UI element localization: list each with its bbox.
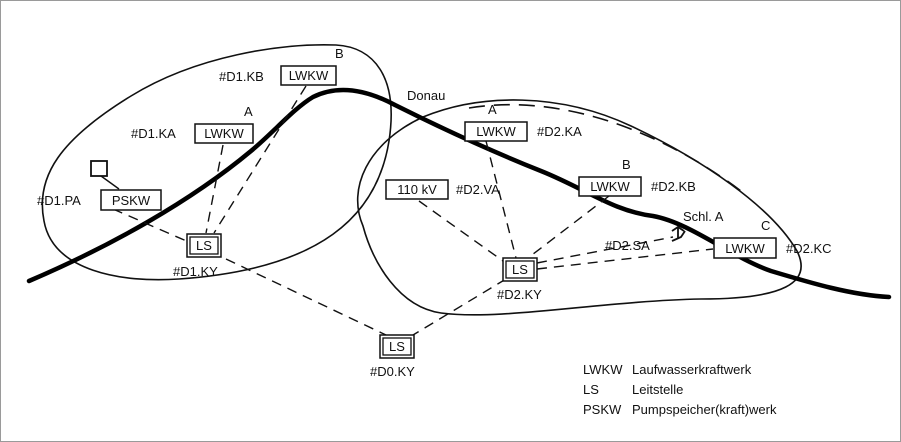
plant-type: LWKW <box>476 124 516 139</box>
control-type: LS <box>196 238 212 253</box>
region-d2-outline <box>356 99 802 316</box>
plant-code: #D1.PA <box>37 193 81 208</box>
connection-lines <box>112 85 714 336</box>
plant-letter: A <box>488 102 497 117</box>
river-donau <box>26 87 892 300</box>
plant-type: LWKW <box>590 179 630 194</box>
plant-code: #D2.KB <box>651 179 696 194</box>
plant-d2va[interactable]: 110 kV #D2.VA <box>385 179 500 200</box>
control-code: #D2.KY <box>497 287 542 302</box>
control-d0ky[interactable]: LS #D0.KY <box>370 334 415 379</box>
plant-code: #D1.KA <box>131 126 176 141</box>
control-box-inner <box>505 260 535 279</box>
region-d1-outline <box>41 44 392 281</box>
lock-icon <box>671 225 685 239</box>
reservoir-icon <box>90 160 108 177</box>
plant-letter: B <box>622 157 631 172</box>
plant-box <box>385 179 449 200</box>
link-d2kb-d2ky <box>527 195 610 259</box>
control-box-inner <box>382 337 412 356</box>
plant-box <box>578 176 642 197</box>
plant-box <box>713 237 777 259</box>
plant-code: #D2.VA <box>456 182 500 197</box>
link-d2ka-d2ky <box>485 140 517 259</box>
control-box-inner <box>189 236 219 255</box>
lock-label: Schl. A <box>683 209 724 224</box>
plant-d2kc[interactable]: LWKW C #D2.KC <box>713 218 832 259</box>
link-d1ka-d1ky <box>205 144 224 234</box>
plant-letter: B <box>335 46 344 61</box>
plant-type: LWKW <box>725 241 765 256</box>
lock-code: #D2.SA <box>605 238 650 253</box>
plant-d2ka[interactable]: LWKW A #D2.KA <box>464 102 582 142</box>
river-section-boundary <box>468 103 742 192</box>
plant-type: 110 kV <box>397 182 437 197</box>
control-code: #D1.KY <box>173 264 218 279</box>
control-code: #D0.KY <box>370 364 415 379</box>
link-d1kb-d1ky <box>213 85 307 234</box>
plant-box <box>464 121 528 142</box>
lock-gate-icon <box>671 230 686 242</box>
legend-text: Laufwasserkraftwerk <box>632 362 752 377</box>
lock-d2sa[interactable]: Schl. A #D2.SA <box>605 209 724 253</box>
plant-d1ka[interactable]: LWKW A #D1.KA <box>131 104 254 144</box>
legend-abbr: LWKW <box>583 362 623 377</box>
plant-type: LWKW <box>289 68 329 83</box>
link-d1ky-d0ky <box>225 258 387 336</box>
plant-box <box>100 189 162 211</box>
plant-d1pa[interactable]: PSKW #D1.PA <box>37 189 162 211</box>
link-d2kc-d2ky <box>536 248 714 270</box>
plant-type: PSKW <box>112 193 151 208</box>
plant-code: #D2.KA <box>537 124 582 139</box>
plant-d2kb[interactable]: LWKW B #D2.KB <box>578 157 696 197</box>
link-d2va-d2ky <box>418 200 504 262</box>
legend-text: Pumpspeicher(kraft)werk <box>632 402 777 417</box>
control-d2ky[interactable]: LS #D2.KY <box>497 257 542 302</box>
link-d1pa-d1ky <box>112 208 192 244</box>
plant-code: #D2.KC <box>786 241 832 256</box>
legend-abbr: LS <box>583 382 599 397</box>
plant-letter: C <box>761 218 770 233</box>
link-d2sa-d2ky <box>536 236 674 264</box>
legend: LWKW Laufwasserkraftwerk LS Leitstelle P… <box>583 362 777 417</box>
reservoir-link <box>100 175 120 190</box>
legend-abbr: PSKW <box>583 402 622 417</box>
control-type: LS <box>389 339 405 354</box>
plant-box <box>194 123 254 144</box>
control-type: LS <box>512 262 528 277</box>
plant-type: LWKW <box>204 126 244 141</box>
legend-text: Leitstelle <box>632 382 683 397</box>
river-label: Donau <box>407 88 445 103</box>
plant-letter: A <box>244 104 253 119</box>
plant-box <box>280 65 337 86</box>
link-d2ky-d0ky <box>412 278 507 336</box>
plant-d1kb[interactable]: LWKW B #D1.KB <box>219 46 344 86</box>
plant-code: #D1.KB <box>219 69 264 84</box>
control-d1ky[interactable]: LS #D1.KY <box>173 233 222 279</box>
